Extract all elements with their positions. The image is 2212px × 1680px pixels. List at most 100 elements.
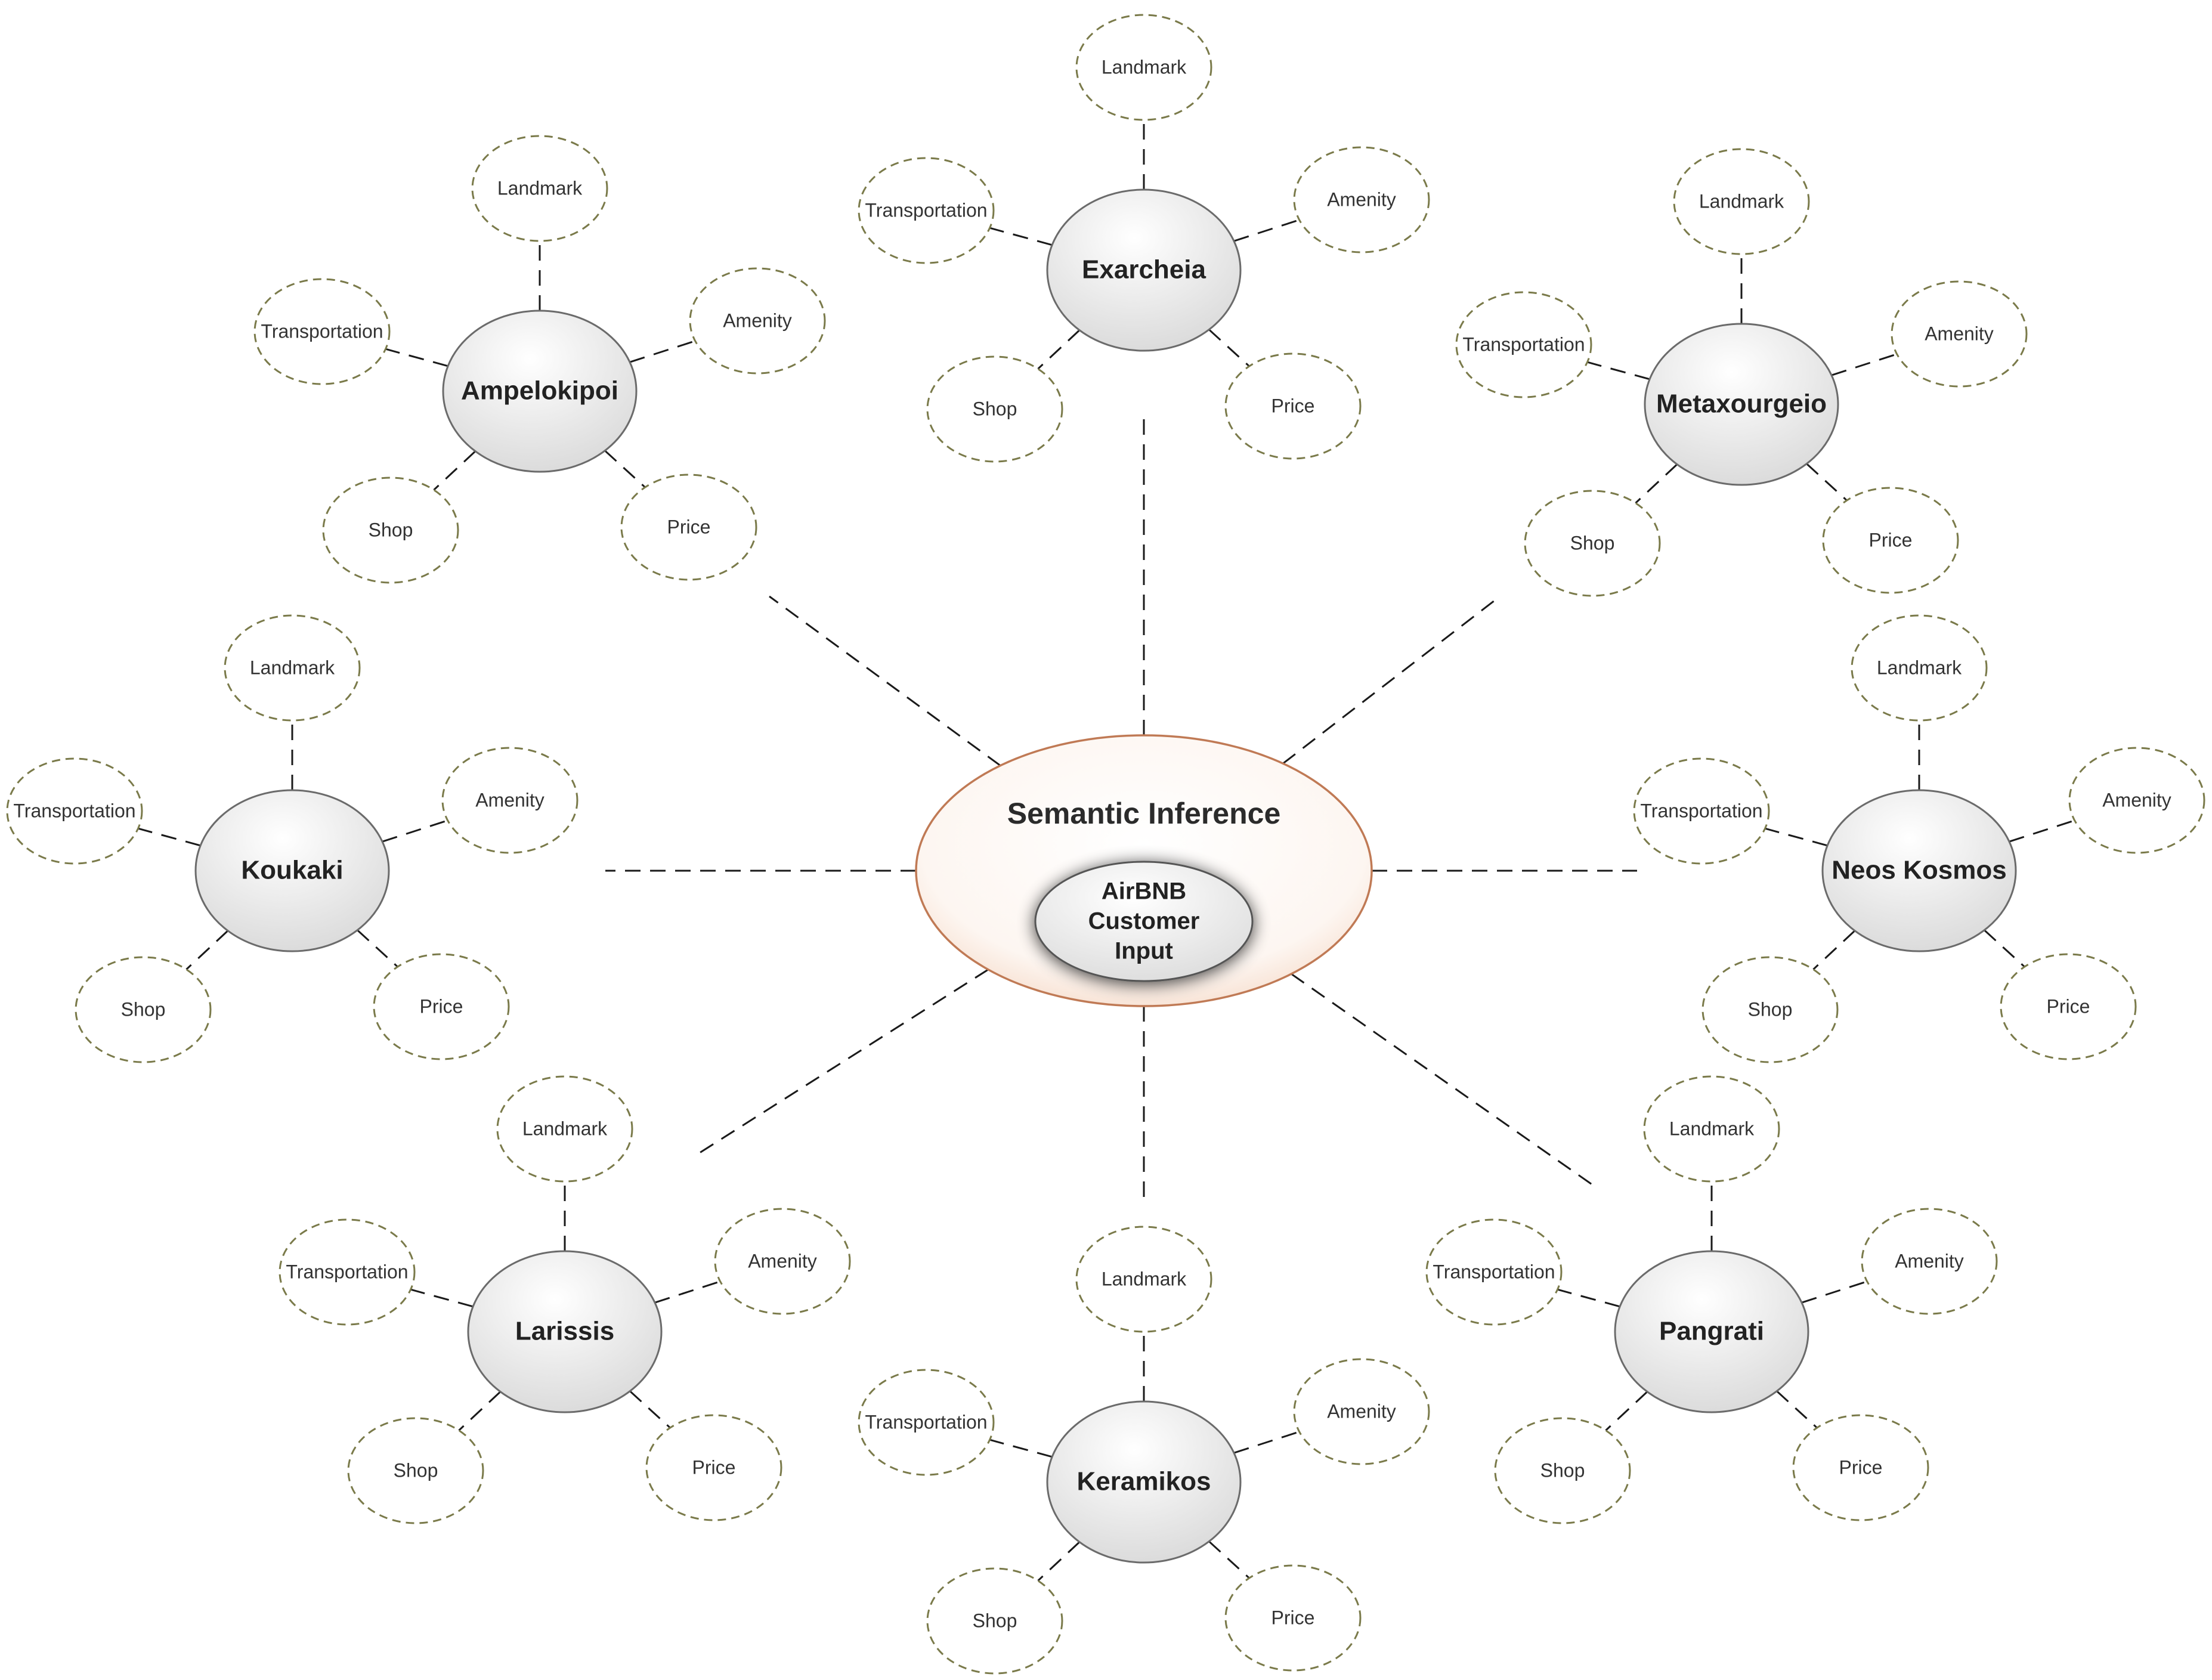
customer-input-oval — [1034, 861, 1254, 982]
attribute-oval-landmark — [496, 1075, 633, 1183]
attribute-oval-price — [620, 474, 757, 581]
attribute-oval-price — [645, 1414, 782, 1521]
neighborhood-clusters: LandmarkAmenityPriceShopTransportationEx… — [6, 14, 2205, 1675]
neighborhood-oval — [1821, 789, 2017, 952]
attribute-label-price: Price — [1271, 395, 1315, 416]
center-spokes — [605, 417, 1637, 1205]
attribute-label-shop: Shop — [973, 398, 1017, 419]
connector-exarcheia-shop — [1037, 329, 1081, 370]
attribute-oval-transportation — [253, 278, 391, 385]
attribute-label-price: Price — [667, 516, 711, 537]
attribute-oval-transportation — [1633, 757, 1770, 865]
spoke-ampelokipoi — [769, 595, 1001, 766]
neighborhood-label: Exarcheia — [1082, 255, 1206, 284]
attribute-oval-amenity — [1861, 1208, 1998, 1315]
neighborhood-label: Larissis — [515, 1317, 614, 1346]
connector-ampelokipoi-price — [604, 450, 646, 488]
attribute-label-price: Price — [1271, 1607, 1315, 1628]
attribute-oval-shop — [1494, 1417, 1631, 1524]
customer-input-line-2: Customer — [1088, 908, 1200, 935]
spoke-metaxourgeio — [1282, 595, 1501, 765]
attribute-label-amenity: Amenity — [1925, 323, 1994, 344]
connector-pangrati-amenity — [1801, 1280, 1868, 1304]
attribute-oval-amenity — [441, 747, 578, 854]
connector-larissis-price — [629, 1390, 671, 1429]
attribute-oval-shop — [926, 1567, 1063, 1675]
attribute-label-transportation: Transportation — [1462, 333, 1585, 355]
attribute-oval-amenity — [714, 1208, 851, 1315]
cluster-neos-kosmos: LandmarkAmenityPriceShopTransportationNe… — [1633, 614, 2205, 1063]
connector-ampelokipoi-shop — [433, 450, 477, 491]
neighborhood-label: Ampelokipoi — [461, 376, 618, 406]
attribute-oval-transportation — [1425, 1218, 1563, 1326]
attribute-label-amenity: Amenity — [748, 1250, 817, 1271]
attribute-label-landmark: Landmark — [250, 657, 335, 678]
cluster-metaxourgeio: LandmarkAmenityPriceShopTransportationMe… — [1455, 148, 2028, 597]
neighborhood-label: Keramikos — [1076, 1467, 1211, 1496]
connector-koukaki-amenity — [382, 819, 448, 843]
cluster-exarcheia: LandmarkAmenityPriceShopTransportationEx… — [858, 14, 1430, 463]
attribute-oval-amenity — [1293, 1358, 1430, 1465]
attribute-label-transportation: Transportation — [865, 199, 987, 221]
neighborhood-label: Pangrati — [1659, 1317, 1764, 1346]
neighborhood-oval — [194, 789, 390, 952]
cluster-pangrati: LandmarkAmenityPriceShopTransportationPa… — [1425, 1075, 1998, 1524]
spoke-larissis — [697, 969, 989, 1155]
attribute-oval-shop — [75, 956, 212, 1063]
connector-keramikos-transportation — [989, 1438, 1053, 1458]
connector-exarcheia-transportation — [989, 227, 1053, 246]
neighborhood-label: Metaxourgeio — [1656, 389, 1827, 419]
attribute-oval-shop — [347, 1417, 484, 1524]
attribute-oval-price — [2000, 953, 2137, 1060]
attribute-oval-landmark — [1673, 148, 1810, 255]
attribute-label-price: Price — [1839, 1456, 1883, 1478]
attribute-label-shop: Shop — [1540, 1459, 1585, 1481]
attribute-label-shop: Shop — [1570, 532, 1615, 553]
attribute-label-amenity: Amenity — [2102, 789, 2171, 810]
attribute-oval-landmark — [1075, 1226, 1212, 1333]
attribute-label-price: Price — [420, 995, 463, 1017]
connector-larissis-shop — [458, 1391, 502, 1431]
attribute-oval-landmark — [1851, 614, 1988, 722]
attribute-label-shop: Shop — [369, 519, 413, 540]
attribute-oval-landmark — [1075, 14, 1212, 121]
attribute-oval-price — [1822, 487, 1959, 594]
connector-keramikos-amenity — [1233, 1431, 1300, 1454]
cluster-ampelokipoi: LandmarkAmenityPriceShopTransportationAm… — [253, 135, 826, 584]
attribute-label-transportation: Transportation — [13, 800, 135, 821]
attribute-label-transportation: Transportation — [1640, 800, 1762, 821]
attribute-label-amenity: Amenity — [1327, 1400, 1396, 1422]
connector-pangrati-shop — [1605, 1391, 1648, 1431]
cluster-koukaki: LandmarkAmenityPriceShopTransportationKo… — [6, 614, 578, 1063]
attribute-oval-shop — [322, 477, 459, 584]
connector-neos-kosmos-amenity — [2009, 819, 2075, 843]
attribute-label-shop: Shop — [1748, 998, 1793, 1020]
attribute-oval-transportation — [858, 1369, 995, 1476]
attribute-oval-landmark — [1643, 1075, 1780, 1183]
attribute-label-transportation: Transportation — [1433, 1261, 1555, 1282]
neighborhood-oval — [1046, 1400, 1242, 1564]
attribute-oval-shop — [926, 355, 1063, 463]
connector-neos-kosmos-transportation — [1765, 827, 1828, 847]
attribute-oval-landmark — [224, 614, 361, 722]
connector-ampelokipoi-amenity — [629, 340, 696, 363]
attribute-oval-shop — [1701, 956, 1839, 1063]
neighborhood-oval — [442, 310, 638, 473]
attribute-label-amenity: Amenity — [1327, 188, 1396, 210]
neighborhood-label: Koukaki — [241, 856, 343, 885]
connector-metaxourgeio-transportation — [1587, 361, 1650, 380]
connector-koukaki-shop — [185, 930, 229, 970]
attribute-label-landmark: Landmark — [1699, 190, 1784, 212]
connector-neos-kosmos-shop — [1812, 930, 1856, 970]
connector-pangrati-transportation — [1557, 1288, 1620, 1308]
connector-neos-kosmos-price — [1984, 929, 2025, 968]
attribute-oval-landmark — [471, 135, 608, 242]
semantic-inference-title: Semantic Inference — [1007, 797, 1281, 830]
connector-metaxourgeio-price — [1806, 463, 1848, 502]
connector-ampelokipoi-transportation — [385, 348, 448, 367]
connector-exarcheia-price — [1208, 329, 1250, 367]
attribute-oval-transportation — [279, 1218, 416, 1326]
connector-koukaki-transportation — [138, 827, 201, 847]
attribute-label-amenity: Amenity — [475, 789, 545, 810]
attribute-oval-amenity — [2068, 747, 2205, 854]
